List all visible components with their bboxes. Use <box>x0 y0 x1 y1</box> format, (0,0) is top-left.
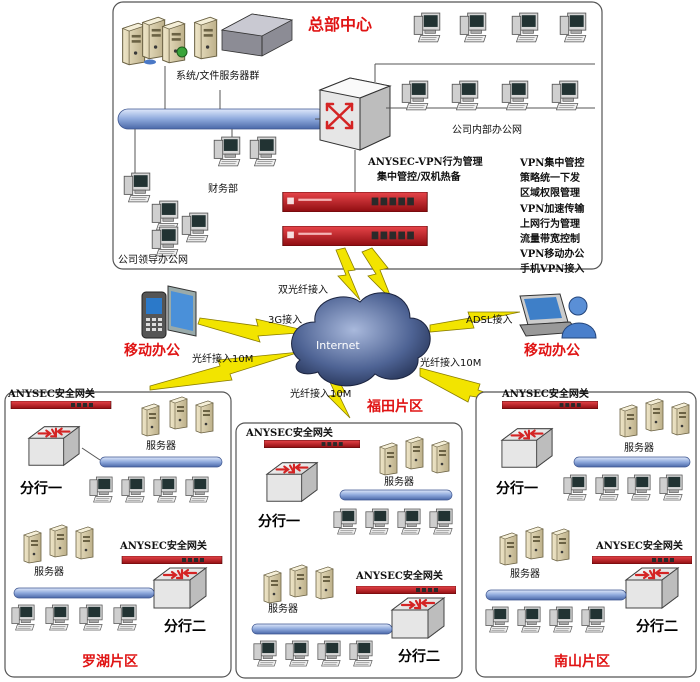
vpn-title-line2: 集中管控/双机热备 <box>377 172 461 183</box>
nanshan-server2-label: 服务器 <box>510 569 540 580</box>
luohu-region-name: 罗湖片区 <box>82 654 138 670</box>
luohu-branch1-label: 分行一 <box>20 481 62 497</box>
vpn-title-line1: ANYSEC-VPN行为管理 <box>368 157 483 168</box>
leaders-label: 公司领导办公网 <box>118 255 188 266</box>
feature-item: 手机VPN接入 <box>520 264 585 276</box>
server-group <box>121 13 294 66</box>
nanshan-gateway2-label: ANYSEC安全网关 <box>596 541 683 552</box>
futian-gateway1-label: ANYSEC安全网关 <box>246 428 333 439</box>
luohu-server1-label: 服务器 <box>146 441 176 452</box>
region-futian-panel <box>235 422 463 679</box>
feature-item: VPN移动办公 <box>520 249 585 261</box>
core-router <box>318 77 392 151</box>
futian-region-name: 福田片区 <box>367 399 423 415</box>
office-net-label: 公司内部办公网 <box>452 125 522 136</box>
feature-item: 流量带宽控制 <box>520 234 580 246</box>
futian-server2-label: 服务器 <box>268 604 298 615</box>
nanshan-branch2-label: 分行二 <box>636 619 678 635</box>
fiber-right-label: 光纤接入10M <box>420 358 482 369</box>
mobile-right-devices <box>519 293 597 339</box>
feature-item: VPN集中管控 <box>520 158 585 169</box>
server-group-label: 系统/文件服务器群 <box>176 71 260 82</box>
region-futian-network <box>251 436 456 667</box>
luohu-gateway1-label: ANYSEC安全网关 <box>8 389 95 400</box>
feature-item: 区域权限管理 <box>520 188 580 200</box>
luohu-branch2-label: 分行二 <box>164 619 206 635</box>
luohu-gateway2-label: ANYSEC安全网关 <box>120 541 207 552</box>
feature-list: VPN集中管控 策略统一下发 区域权限管理 VPN加速传输 上网行为管理 流量带… <box>520 156 620 278</box>
region-nanshan-network <box>485 398 692 633</box>
luohu-server2-label: 服务器 <box>34 567 64 578</box>
hq-backbone <box>117 108 329 130</box>
link-adsl-label: ADSL接入 <box>466 315 513 326</box>
futian-branch2-label: 分行二 <box>398 649 440 665</box>
region-luohu-network <box>10 396 223 631</box>
mobile-left-devices <box>141 285 197 339</box>
vpn-appliance-2 <box>282 226 428 246</box>
dual-fiber-label: 双光纤接入 <box>278 285 328 296</box>
nanshan-branch1-label: 分行一 <box>496 481 538 497</box>
mobile-right-label: 移动办公 <box>524 343 580 359</box>
vpn-appliance-1 <box>282 192 428 212</box>
futian-branch1-label: 分行一 <box>258 514 300 530</box>
feature-item: 策略统一下发 <box>520 173 580 185</box>
nanshan-region-name: 南山片区 <box>554 654 610 670</box>
finance-label: 财务部 <box>208 184 238 195</box>
feature-item: 上网行为管理 <box>520 218 580 230</box>
link-lightning <box>149 247 521 419</box>
internet-cloud <box>291 292 431 387</box>
hq-title: 总部中心 <box>308 15 373 34</box>
link-3g-label: 3G接入 <box>268 315 303 326</box>
fiber-mid-label: 光纤接入10M <box>290 389 352 400</box>
nanshan-gateway1-label: ANYSEC安全网关 <box>502 389 589 400</box>
futian-gateway2-label: ANYSEC安全网关 <box>356 571 443 582</box>
feature-item: VPN加速传输 <box>520 203 585 215</box>
mobile-left-label: 移动办公 <box>124 343 180 359</box>
internet-label: Internet <box>316 339 360 352</box>
fiber-left-label: 光纤接入10M <box>192 354 254 365</box>
futian-server1-label: 服务器 <box>384 477 414 488</box>
nanshan-server1-label: 服务器 <box>624 443 654 454</box>
